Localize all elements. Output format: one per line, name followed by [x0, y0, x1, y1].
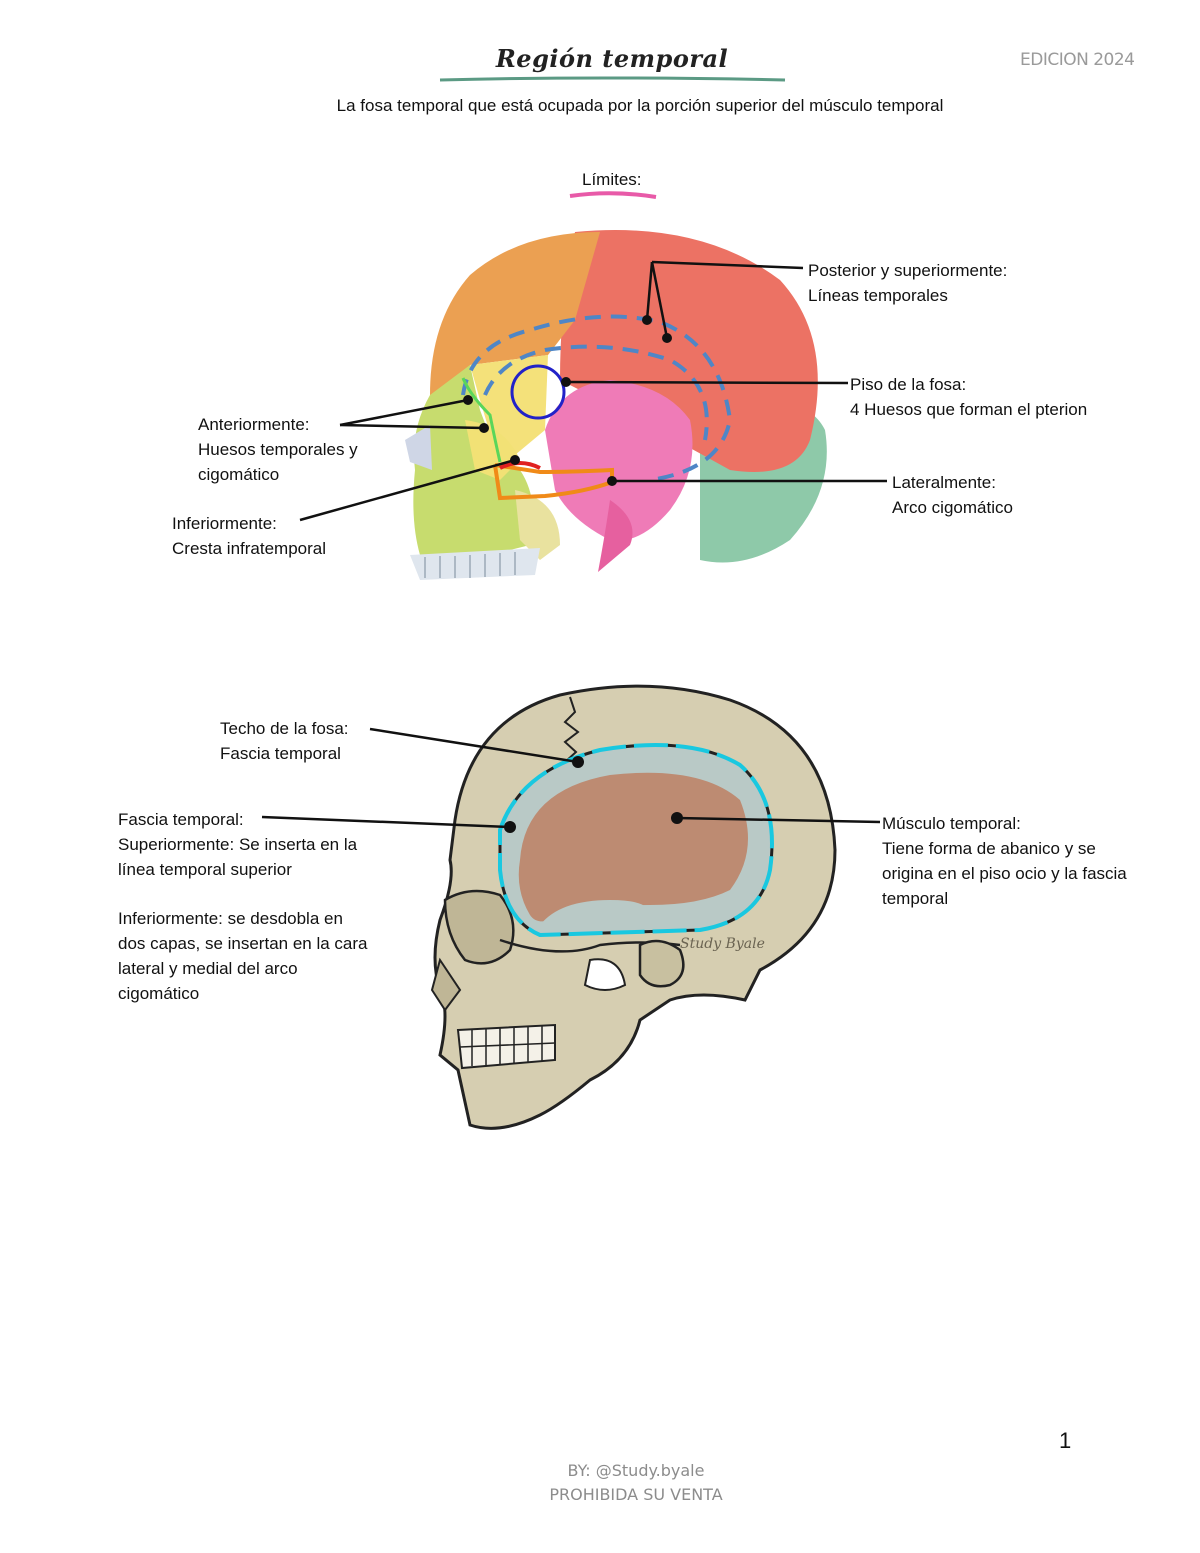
colored-skull-figure [299, 230, 887, 580]
page-title: Región temporal [495, 44, 729, 73]
footer-notice: PROHIBIDA SU VENTA [549, 1485, 723, 1504]
label-techo: Techo de la fosa: Fascia temporal [220, 719, 349, 763]
title-underline [439, 76, 786, 82]
limites-heading: Límites: [582, 170, 642, 189]
label-piso: Piso de la fosa: 4 Huesos que forman el … [850, 375, 1088, 419]
watermark-text: Study Byale [680, 936, 765, 952]
limites-underline [569, 191, 657, 199]
page-number: 1 [1059, 1428, 1072, 1453]
label-inferior: Inferiormente: Cresta infratemporal [172, 514, 327, 558]
footer-by: BY: @Study.byale [567, 1461, 705, 1480]
footer: BY: @Study.byale PROHIBIDA SU VENTA [0, 1459, 1200, 1507]
lineart-skull-figure: Study Byale [261, 684, 881, 1130]
edition-label: EDICION 2024 [1020, 50, 1135, 70]
label-musculo: Músculo temporal: Tiene forma de abanico… [882, 814, 1127, 908]
label-posterior: Posterior y superiormente: Líneas tempor… [808, 261, 1008, 305]
label-lateral: Lateralmente: Arco cigomático [892, 473, 1013, 517]
label-anterior: Anteriormente: Huesos temporales y cigom… [198, 415, 358, 484]
label-fascia: Fascia temporal: Superiormente: Se inser… [118, 810, 368, 1003]
page-subtitle: La fosa temporal que está ocupada por la… [336, 96, 944, 115]
